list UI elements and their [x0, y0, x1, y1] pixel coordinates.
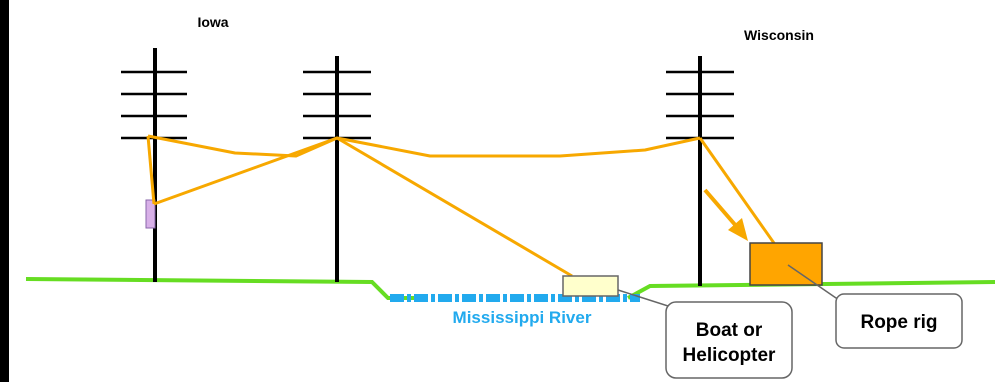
- boat-callout-line1: Boat or: [696, 320, 763, 341]
- rope-rig-callout-label: Rope rig: [860, 312, 937, 333]
- rope-rig-box: [749, 242, 823, 286]
- rope-pulley-to-pole2: [153, 136, 338, 206]
- pole-iowa-1: [121, 48, 187, 282]
- rope-lines: [146, 134, 790, 278]
- state-label-wisconsin: Wisconsin: [744, 27, 814, 43]
- boat-callout-line2: Helicopter: [683, 345, 777, 366]
- river-label: Mississippi River: [453, 308, 592, 327]
- left-frame-bar: [0, 0, 9, 382]
- pole-wisconsin: [666, 56, 734, 286]
- ground-iowa: [25, 277, 420, 300]
- pulley-block: [145, 199, 156, 229]
- rope-rig-callout-box: [835, 293, 963, 349]
- arrow-to-rope-rig: [703, 188, 748, 241]
- pole-iowa-2: [303, 56, 371, 282]
- rope-to-boat: [336, 136, 573, 278]
- rope-to-rig: [698, 137, 790, 264]
- rope-pulley-up: [146, 135, 156, 205]
- state-label-iowa: Iowa: [197, 14, 228, 30]
- rope-span-main: [147, 134, 701, 158]
- boat-callout-box: [665, 301, 793, 379]
- boat-box: [562, 275, 619, 297]
